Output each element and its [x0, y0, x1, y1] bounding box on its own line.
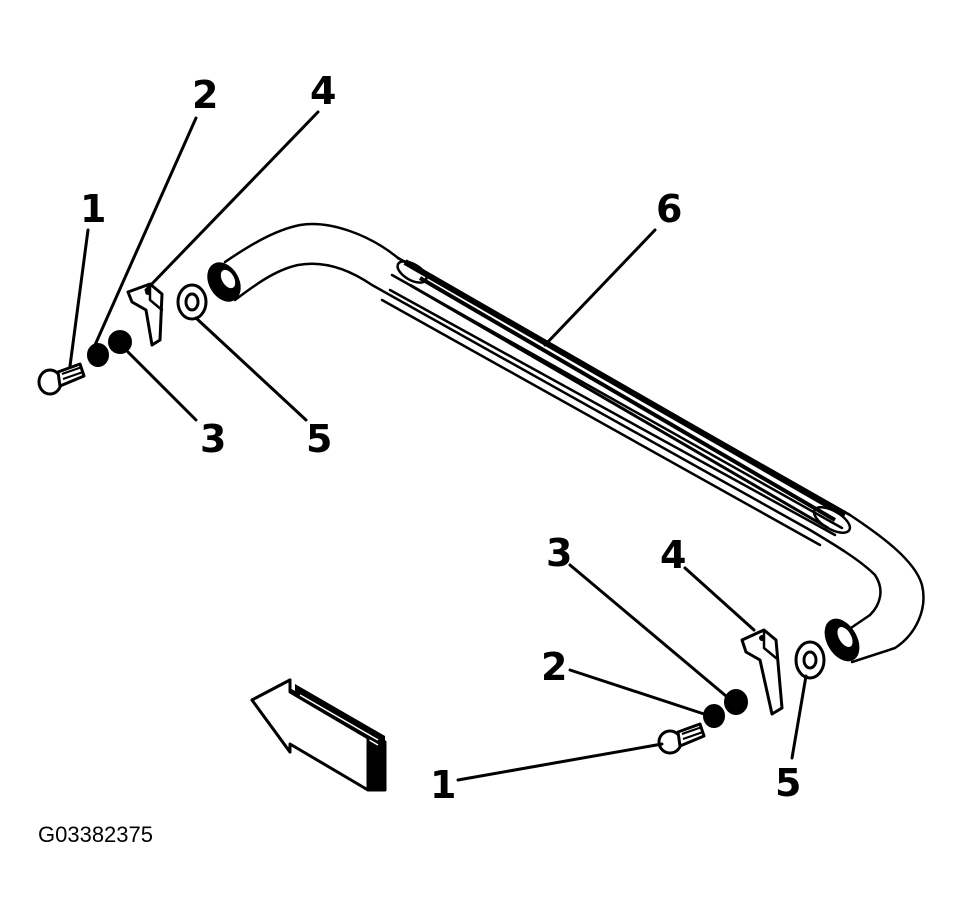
callout-2-left: 2 — [192, 73, 218, 117]
bracket-left — [126, 282, 164, 347]
bolt-right — [657, 722, 706, 755]
lock-washer-right — [703, 704, 725, 728]
callout-4-left: 4 — [310, 69, 336, 113]
bolt-left — [37, 362, 86, 396]
tube-shading — [403, 259, 847, 530]
tube-bar — [207, 222, 925, 664]
callout-3-right: 3 — [546, 531, 572, 575]
callout-4-right: 4 — [660, 533, 686, 577]
callout-5-left: 5 — [306, 417, 332, 461]
arrow-icon — [250, 678, 387, 792]
callout-1-left: 1 — [80, 187, 106, 231]
washer-left — [176, 283, 208, 321]
nut-left — [108, 330, 132, 354]
nut-right — [724, 689, 748, 715]
figure-id: G03382375 — [38, 822, 153, 847]
bracket-right — [740, 628, 784, 716]
callout-2-right: 2 — [541, 645, 567, 689]
callout-1-right: 1 — [430, 763, 456, 807]
right-hardware — [657, 628, 826, 755]
washer-right — [794, 640, 826, 680]
callouts: 1 2 4 3 5 6 3 4 2 1 5 — [80, 69, 801, 807]
left-hardware — [37, 282, 208, 396]
callout-6: 6 — [656, 187, 682, 231]
callout-5-right: 5 — [775, 761, 801, 805]
leader-lines — [68, 110, 808, 782]
callout-3-left: 3 — [200, 417, 226, 461]
lock-washer-left — [87, 343, 109, 367]
